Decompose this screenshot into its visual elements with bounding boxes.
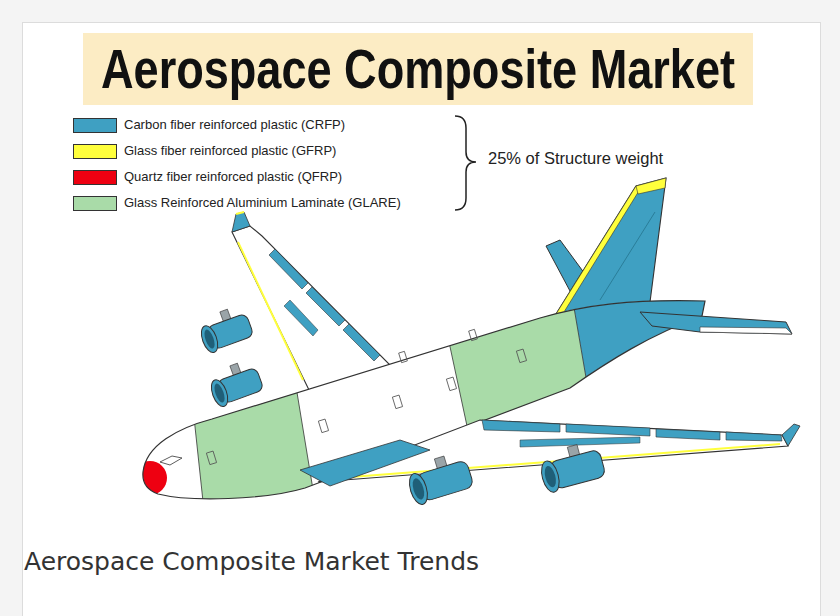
plane-part	[482, 420, 560, 432]
legend-label: Quartz fiber reinforced plastic (QFRP)	[124, 169, 342, 185]
plane-part	[208, 378, 231, 409]
bracket-note: 25% of Structure weight	[488, 148, 663, 168]
plane-part	[469, 329, 478, 340]
plane-part	[133, 250, 780, 520]
plane-part	[190, 350, 318, 520]
plane-part	[656, 429, 720, 440]
plane-part	[446, 377, 456, 391]
plane-part	[565, 255, 595, 430]
legend-label: Carbon fiber reinforced plastic (CRFP)	[124, 117, 345, 133]
plane-part	[543, 465, 558, 489]
title: Aerospace Composite Market	[101, 41, 735, 97]
legend-label: Glass Reinforced Aluminium Laminate (GLA…	[124, 195, 401, 211]
plane-part	[232, 212, 250, 232]
plane-part	[566, 424, 650, 436]
plane-part	[238, 242, 303, 380]
far-wing	[232, 212, 390, 392]
plane-part	[520, 437, 640, 447]
legend-swatch	[73, 144, 117, 159]
plane-part	[160, 456, 182, 465]
legend-label: Glass fiber reinforced plastic (GFRP)	[124, 143, 336, 159]
legend-swatch	[73, 196, 117, 211]
plane-part	[782, 424, 800, 446]
engine	[536, 439, 606, 494]
plane-part	[290, 350, 318, 520]
plane-part	[600, 212, 655, 300]
plane-part	[318, 419, 328, 433]
plane-part	[440, 255, 595, 440]
plane-part	[198, 324, 221, 355]
plane-part	[392, 395, 402, 409]
stabilizer-edge	[700, 327, 792, 334]
plane-part	[202, 328, 216, 350]
plane-part	[556, 178, 666, 314]
plane-part	[636, 178, 666, 194]
engine	[205, 358, 264, 409]
brace	[455, 116, 476, 210]
plane-part	[565, 250, 780, 440]
legend-swatch	[73, 118, 117, 133]
plane-part	[726, 432, 782, 441]
stabilizer	[640, 312, 792, 334]
title-banner: Aerospace Composite Market	[83, 33, 753, 105]
plane-part	[556, 186, 642, 314]
engine	[404, 450, 475, 506]
engine	[195, 304, 254, 355]
tail-fin	[556, 178, 666, 314]
plane-part	[306, 287, 345, 326]
plane-part	[516, 349, 526, 363]
plane-part	[410, 477, 426, 501]
legend-swatch	[73, 170, 117, 185]
plane-part	[399, 351, 408, 362]
plane-part	[269, 249, 308, 289]
plane-part	[440, 300, 470, 440]
caption: Aerospace Composite Market Trends	[24, 546, 479, 578]
plane-part	[284, 300, 318, 336]
plane-part	[232, 226, 390, 392]
plane-part	[538, 459, 562, 494]
plane-part	[343, 324, 380, 361]
fuselage	[133, 250, 780, 520]
plane-part	[206, 451, 216, 465]
plane-part	[212, 382, 226, 404]
plane-part	[236, 212, 244, 214]
plane-part	[406, 471, 431, 506]
